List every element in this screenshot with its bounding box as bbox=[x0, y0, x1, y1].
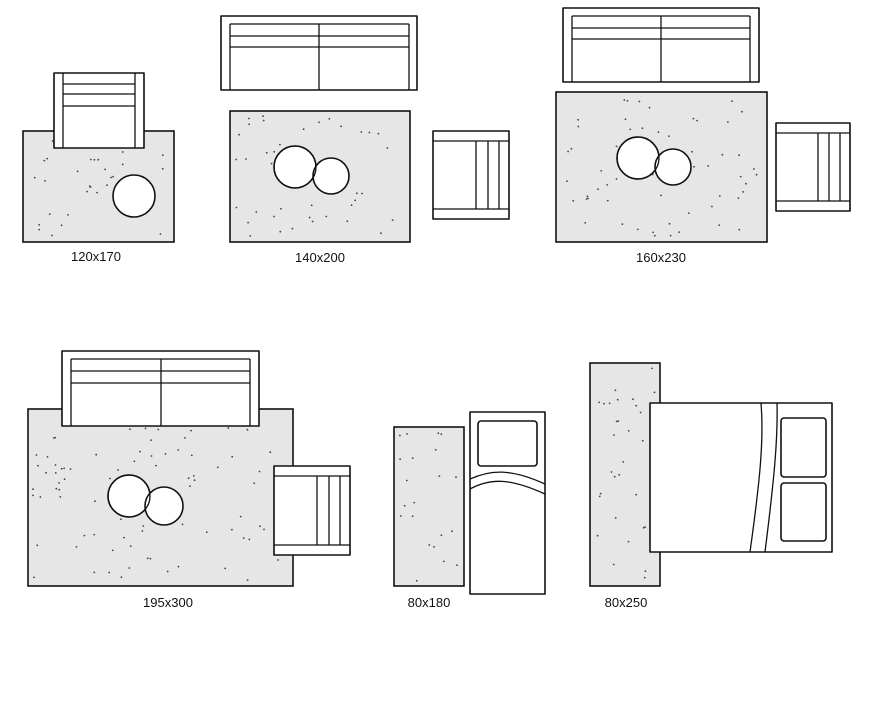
side-table-icon bbox=[112, 174, 156, 218]
coffee-table-icon bbox=[273, 145, 350, 195]
layout-195x300: 195x300 bbox=[27, 350, 351, 610]
layout-140x200: 140x200 bbox=[220, 15, 510, 265]
layout-80x180: 80x180 bbox=[393, 411, 546, 610]
size-label: 140x200 bbox=[295, 250, 345, 265]
single-bed-icon bbox=[469, 411, 546, 595]
armchair-icon bbox=[432, 130, 510, 220]
rug-texture bbox=[596, 367, 656, 579]
layout-160x230: 160x230 bbox=[555, 7, 851, 265]
size-label: 160x230 bbox=[636, 250, 686, 265]
size-label: 195x300 bbox=[143, 595, 193, 610]
double-bed-icon bbox=[649, 402, 833, 553]
coffee-table-icon bbox=[616, 136, 692, 186]
armchair-icon bbox=[273, 465, 351, 556]
rug-texture bbox=[566, 99, 758, 237]
pillow-icon bbox=[477, 420, 538, 467]
coffee-table-icon bbox=[107, 474, 184, 526]
pillow-icon bbox=[780, 417, 827, 478]
size-label: 120x170 bbox=[71, 249, 121, 264]
armchair-icon bbox=[53, 72, 145, 149]
size-label: 80x180 bbox=[408, 595, 451, 610]
layout-80x250: 80x250 bbox=[589, 362, 833, 610]
armchair-icon bbox=[775, 122, 851, 212]
rug-texture bbox=[399, 432, 458, 582]
layout-120x170: 120x170 bbox=[22, 72, 175, 264]
rug-80x180 bbox=[393, 426, 465, 587]
pillow-icon bbox=[780, 482, 827, 542]
size-label: 80x250 bbox=[605, 595, 648, 610]
